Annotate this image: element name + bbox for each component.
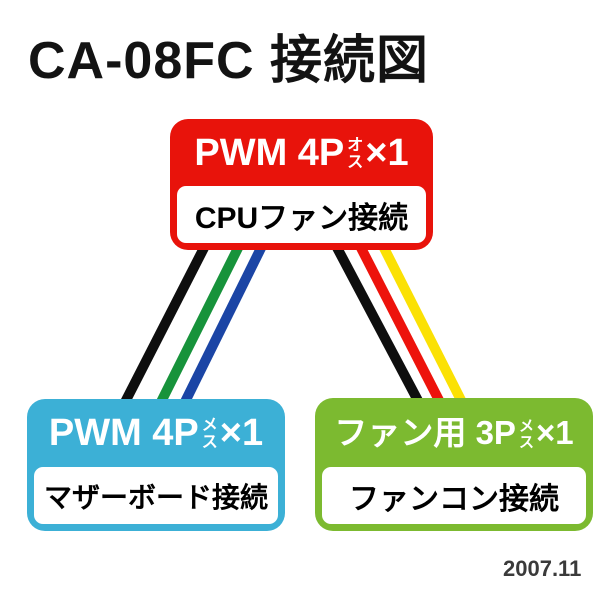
- connector-label-fan-controller: ファン用 3P メ ス ×1 ファンコン接続: [315, 398, 593, 531]
- motherboard-connector-target-text: マザーボード接続: [43, 481, 268, 513]
- cpu-to-fancontroller-wire-yellow: [376, 239, 472, 415]
- cpu-spec-suffix: ×1: [365, 131, 409, 174]
- fan-controller-gender-kana-stack: メ ス: [518, 417, 534, 451]
- cpu-to-motherboard-wire-green: [151, 239, 246, 415]
- motherboard-gender-kana-top: メ: [201, 417, 218, 435]
- fan-controller-gender-kana-bottom: ス: [518, 433, 534, 451]
- fan-controller-connector-target-box: ファンコン接続: [322, 467, 586, 524]
- cpu-to-fancontroller-wire-red: [353, 239, 450, 415]
- fan-controller-connector-target-text: ファンコン接続: [349, 482, 559, 516]
- cpu-gender-kana-top: オ: [347, 136, 364, 154]
- fan-controller-connector-spec: ファン用 3P メ ス ×1: [315, 398, 593, 467]
- fan-controller-spec-suffix: ×1: [535, 414, 574, 451]
- cpu-to-fancontroller-wire-black: [329, 239, 429, 415]
- motherboard-connector-spec: PWM 4P メ ス ×1: [27, 399, 285, 467]
- connector-label-cpu-fan: PWM 4P オ ス ×1 CPUファン接続: [170, 119, 433, 250]
- page-title: CA-08FC 接続図: [28, 32, 430, 90]
- motherboard-gender-kana-bottom: ス: [201, 434, 218, 451]
- connector-label-motherboard: PWM 4P メ ス ×1 マザーボード接続: [27, 399, 285, 531]
- cpu-gender-kana-bottom: ス: [347, 153, 364, 171]
- cpu-connector-spec: PWM 4P オ ス ×1: [170, 119, 433, 186]
- revision-date: 2007.11: [503, 556, 582, 581]
- cpu-connector-target-text: CPUファン接続: [194, 201, 409, 235]
- motherboard-gender-kana-stack: メ ス: [201, 417, 218, 452]
- motherboard-spec-main: PWM 4P: [48, 412, 199, 454]
- motherboard-spec-suffix: ×1: [219, 412, 264, 454]
- fan-controller-gender-kana-top: メ: [518, 417, 534, 435]
- cpu-to-motherboard-wire-blue: [175, 239, 269, 415]
- cpu-gender-kana-stack: オ ス: [347, 136, 364, 172]
- cpu-spec-main: PWM 4P: [194, 131, 345, 174]
- cpu-to-motherboard-wire-black: [115, 239, 212, 415]
- motherboard-connector-target-box: マザーボード接続: [34, 467, 278, 524]
- cpu-connector-target-box: CPUファン接続: [177, 186, 426, 243]
- fan-controller-spec-main: ファン用 3P: [334, 414, 516, 451]
